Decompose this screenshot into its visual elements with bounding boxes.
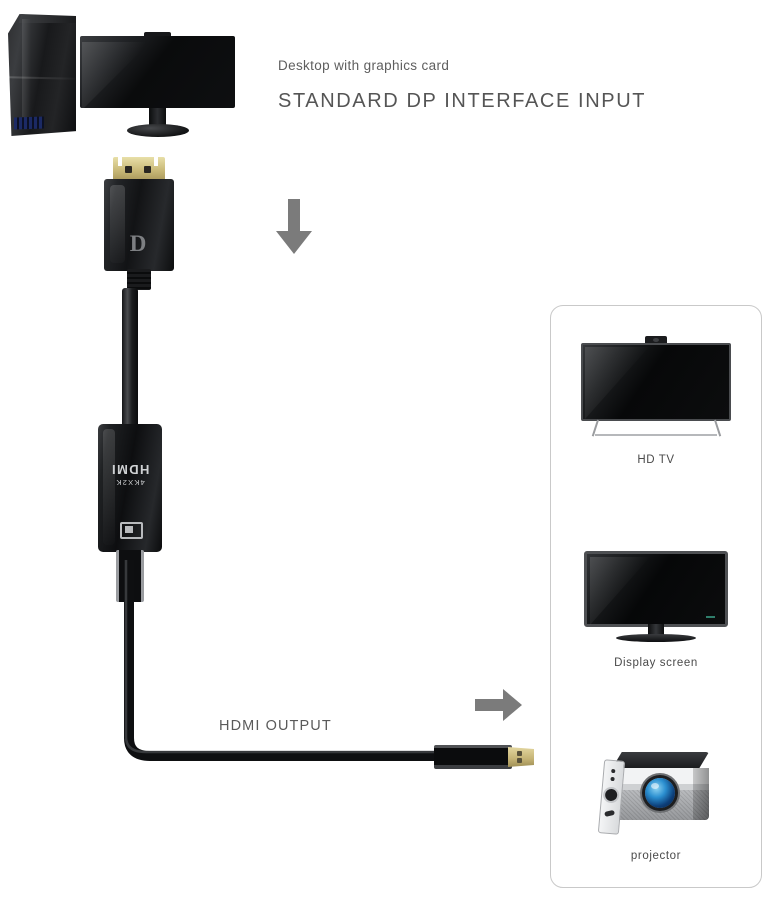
displayport-connector: D <box>104 157 174 290</box>
pc-tower-highlight <box>21 18 32 129</box>
adapter-label-resolution: 4KX2K <box>115 478 145 487</box>
monitor-screen-gloss <box>82 42 150 110</box>
page-title-standard-dp-interface-input: STANDARD DP INTERFACE INPUT <box>278 90 647 112</box>
display-screen-gloss <box>590 557 650 625</box>
display-power-led <box>706 616 715 618</box>
adapter-label-hdmi: HDMI <box>110 462 150 477</box>
dp-to-hdmi-adapter: 4KX2K HDMI <box>98 424 162 602</box>
hdmi-plug-shell <box>434 745 512 769</box>
hdmi-plug-gold-contacts <box>508 747 534 767</box>
projector-icon <box>581 746 731 838</box>
device-item-hd-tv: HD TV <box>551 336 761 466</box>
monitor-stand-neck <box>149 108 166 128</box>
tv-screen <box>581 343 731 421</box>
dp-body-highlight <box>110 185 125 263</box>
hdmi-output-cable <box>0 555 560 790</box>
projector-lens-icon <box>645 778 675 808</box>
projector-remote-control <box>597 759 626 835</box>
tv-leg-crossbar <box>595 434 717 436</box>
monitor-icon <box>584 551 728 643</box>
pc-tower-top-panel <box>18 14 76 23</box>
dp-to-adapter-cable <box>122 288 138 428</box>
tv-webcam-icon <box>645 336 667 344</box>
arrow-down-icon <box>275 199 313 255</box>
pc-tower-led-strip <box>14 116 45 130</box>
display-screen-panel <box>584 551 728 627</box>
remote-dot-2 <box>610 776 615 782</box>
dp-connector-body: D <box>104 179 174 271</box>
displayport-logo-icon: D <box>129 231 147 256</box>
adapter-body: 4KX2K HDMI <box>98 424 162 552</box>
monitor-stand-base <box>127 124 189 137</box>
pc-tower-illustration <box>8 14 76 136</box>
projector-top-panel <box>611 752 709 770</box>
device-caption-display-screen: Display screen <box>614 657 698 669</box>
display-stand-neck <box>648 624 664 636</box>
device-item-display-screen: Display screen <box>551 551 761 669</box>
remote-button-bar <box>604 809 615 817</box>
hdmi-output-label: HDMI OUTPUT <box>219 718 332 734</box>
remote-dpad-icon <box>604 788 618 802</box>
dp-notch-right <box>154 157 158 166</box>
monitor-webcam-icon <box>144 32 171 38</box>
tv-screen-gloss <box>585 347 649 419</box>
device-caption-hd-tv: HD TV <box>637 454 675 466</box>
tv-icon <box>581 336 731 437</box>
adapter-port-icon <box>120 522 143 539</box>
desktop-monitor-illustration <box>80 32 235 137</box>
device-caption-projector: projector <box>630 850 682 862</box>
remote-dot-1 <box>611 768 616 774</box>
arrow-right-icon <box>475 688 523 722</box>
subtitle-desktop-with-graphics-card: Desktop with graphics card <box>278 58 450 73</box>
dp-strain-relief <box>127 269 151 290</box>
display-stand-base <box>616 634 696 642</box>
adapter-body-highlight <box>103 429 115 545</box>
pc-tower-body <box>8 14 76 136</box>
hdmi-male-plug <box>434 743 536 771</box>
adapter-printed-label: 4KX2K HDMI <box>86 462 174 487</box>
monitor-screen <box>80 36 235 110</box>
device-item-projector: projector <box>551 746 761 862</box>
dp-notch-left <box>118 157 122 166</box>
projector-side-shadow <box>693 768 709 820</box>
output-device-panel: HD TV Display screen <box>550 305 762 888</box>
